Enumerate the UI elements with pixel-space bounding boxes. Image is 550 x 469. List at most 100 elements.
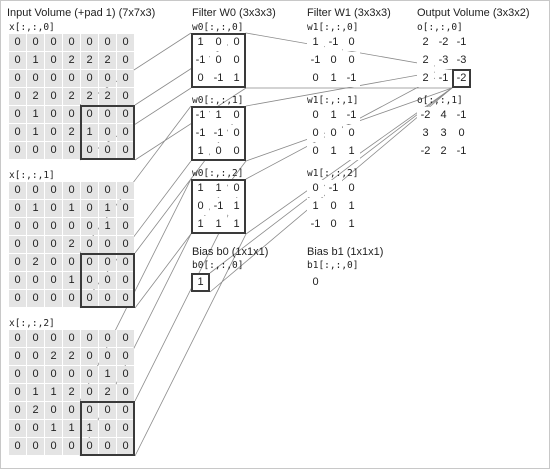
grid-cell: 0 <box>27 330 44 347</box>
grid-cell: 0 <box>63 182 80 199</box>
grid-cell: 0 <box>63 142 80 159</box>
grid-cell: 0 <box>63 402 80 419</box>
grid-cell: 0 <box>99 182 116 199</box>
grid-cell: 0 <box>81 366 98 383</box>
grid-cell: 0 <box>117 182 134 199</box>
grid-cell: 0 <box>343 180 360 197</box>
grid-cell: 1 <box>210 107 227 124</box>
input-slice-label: x[:,:,2] <box>9 318 55 329</box>
grid-cell: -1 <box>192 107 209 124</box>
grid-cell: 1 <box>343 216 360 233</box>
grid-cell: 1 <box>343 198 360 215</box>
grid-cell: 0 <box>99 330 116 347</box>
grid-cell: 0 <box>117 34 134 51</box>
grid-cell: 1 <box>81 420 98 437</box>
grid-cell: 1 <box>192 180 209 197</box>
grid-cell: -1 <box>453 143 470 160</box>
grid-cell: 0 <box>27 236 44 253</box>
grid-cell: 0 <box>99 34 116 51</box>
grid-cell: 0 <box>63 218 80 235</box>
grid-cell: 0 <box>27 272 44 289</box>
grid-cell: 0 <box>117 254 134 271</box>
grid-cell: 0 <box>192 70 209 87</box>
grid-cell: 0 <box>210 34 227 51</box>
grid-cell: 0 <box>81 218 98 235</box>
grid-cell: 0 <box>117 70 134 87</box>
grid-cell: 0 <box>307 143 324 160</box>
grid-cell: 2 <box>63 236 80 253</box>
grid-cell: 0 <box>45 254 62 271</box>
grid-cell: 0 <box>45 402 62 419</box>
filter-w1-header: Filter W1 (3x3x3) <box>307 7 391 19</box>
grid-cell: 0 <box>99 142 116 159</box>
grid-cell: 1 <box>192 216 209 233</box>
grid-cell: 0 <box>325 198 342 215</box>
grid-cell: 0 <box>27 420 44 437</box>
grid-cell: 0 <box>45 182 62 199</box>
grid-cell: 2 <box>99 88 116 105</box>
grid-cell: 0 <box>63 70 80 87</box>
grid-cell: 0 <box>117 420 134 437</box>
grid-cell: 0 <box>27 34 44 51</box>
grid-cell: 0 <box>307 180 324 197</box>
grid-cell: 0 <box>117 438 134 455</box>
grid-cell: 1 <box>325 143 342 160</box>
grid-cell: 0 <box>117 106 134 123</box>
grid-cell: 0 <box>117 218 134 235</box>
w1-slice-label: w1[:,:,0] <box>307 22 359 33</box>
grid-cell: 0 <box>307 107 324 124</box>
output-slice-label: o[:,:,1] <box>417 95 463 106</box>
grid-cell: 0 <box>81 438 98 455</box>
bias-b1-header: Bias b1 (1x1x1) <box>307 246 384 258</box>
grid-cell: 1 <box>210 180 227 197</box>
grid-cell: 0 <box>228 125 245 142</box>
grid-cell: 0 <box>81 254 98 271</box>
grid-cell: 0 <box>117 366 134 383</box>
grid-cell: 0 <box>81 236 98 253</box>
w1-slice-label: w1[:,:,2] <box>307 168 359 179</box>
grid-cell: 0 <box>9 182 26 199</box>
grid-cell: 1 <box>99 218 116 235</box>
grid-cell: 1 <box>343 143 360 160</box>
grid-cell: 0 <box>27 70 44 87</box>
grid-cell: 0 <box>210 52 227 69</box>
grid-cell: 0 <box>81 330 98 347</box>
grid-cell: 0 <box>228 52 245 69</box>
grid-cell: 0 <box>210 143 227 160</box>
grid-cell: 0 <box>99 236 116 253</box>
grid-cell: 0 <box>9 70 26 87</box>
w0-slice-label: w0[:,:,2] <box>192 168 244 179</box>
grid-cell: -2 <box>435 34 452 51</box>
grid-cell: 0 <box>117 52 134 69</box>
grid-cell: 0 <box>9 290 26 307</box>
grid-cell: 0 <box>45 290 62 307</box>
filter-w0-header: Filter W0 (3x3x3) <box>192 7 276 19</box>
grid-cell: 1 <box>228 216 245 233</box>
grid-cell: 0 <box>27 366 44 383</box>
grid-cell: 0 <box>45 70 62 87</box>
grid-cell: 2 <box>99 384 116 401</box>
grid-cell: 2 <box>435 143 452 160</box>
grid-cell: 2 <box>27 88 44 105</box>
grid-cell: 0 <box>27 142 44 159</box>
grid-cell: -1 <box>453 34 470 51</box>
grid-cell: -3 <box>453 52 470 69</box>
grid-cell: 0 <box>81 272 98 289</box>
grid-cell: 0 <box>45 142 62 159</box>
grid-cell: 0 <box>45 200 62 217</box>
grid-cell: 1 <box>99 366 116 383</box>
grid-cell: 0 <box>9 254 26 271</box>
grid-cell: 0 <box>45 438 62 455</box>
grid-cell: 0 <box>9 236 26 253</box>
grid-cell: 0 <box>27 182 44 199</box>
grid-cell: -1 <box>325 34 342 51</box>
grid-cell: 1 <box>27 106 44 123</box>
grid-cell: 0 <box>453 125 470 142</box>
grid-cell: -1 <box>453 107 470 124</box>
grid-cell: 1 <box>210 216 227 233</box>
grid-cell: -1 <box>210 198 227 215</box>
grid-cell: 0 <box>9 218 26 235</box>
grid-cell: 0 <box>9 420 26 437</box>
grid-cell: 1 <box>228 70 245 87</box>
grid-cell: 0 <box>45 88 62 105</box>
